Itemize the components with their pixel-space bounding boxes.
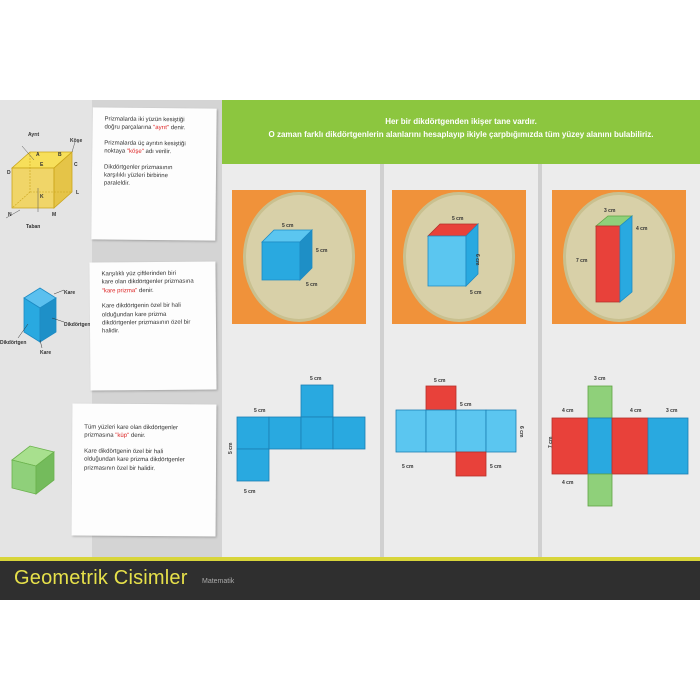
square-prism-net-figure: 5 cm 5 cm 6 cm 5 cm 5 cm bbox=[395, 378, 524, 477]
rect-net-top-label: 3 cm bbox=[594, 376, 606, 382]
prism-net-bottom-right-label: 5 cm bbox=[490, 464, 502, 470]
cube-net-top-label: 5 cm bbox=[310, 376, 322, 382]
rect-net-upper-mid-label: 4 cm bbox=[630, 408, 642, 414]
square-prism-figure-area: Kare Dikdörtgen Dikdörtgen Kare bbox=[0, 250, 92, 398]
poster-title: Geometrik Cisimler bbox=[14, 567, 188, 589]
poster-subject: Matematik bbox=[202, 578, 235, 585]
footer-bar: Geometrik Cisimler Matematik bbox=[0, 557, 700, 600]
panel-edges-vertices: Ayrıt Köşe A B C D E K L M N Taban Prizm… bbox=[0, 100, 222, 250]
square-prism-icon bbox=[17, 287, 65, 349]
label-dikdortgen-left: Dikdörtgen bbox=[0, 340, 27, 346]
banner-line-1: Her bir dikdörtgenden ikişer tane vardır… bbox=[385, 117, 537, 126]
cube-net-figure: 5 cm 5 cm 5 cm 5 cm bbox=[228, 376, 366, 495]
prism-figure-area: Ayrıt Köşe A B C D E K L M N Taban bbox=[0, 100, 92, 250]
label-taban: Taban bbox=[26, 224, 41, 230]
prism-net-right-label: 6 cm bbox=[518, 426, 524, 438]
note-parallel-faces: Dikdörtgenler prizmasının karşılıklı yüz… bbox=[103, 164, 173, 188]
poster: Ayrıt Köşe A B C D E K L M N Taban Prizm… bbox=[0, 100, 700, 600]
rect-prism-left-dimension: 7 cm bbox=[576, 258, 588, 264]
rect-net-upper-right-label: 3 cm bbox=[666, 408, 678, 414]
rectangular-prism-net-figure: 3 cm 4 cm 4 cm 3 cm 7 cm 4 cm bbox=[548, 376, 689, 507]
label-ayrit: Ayrıt bbox=[28, 132, 40, 138]
cube-net-upper-label: 5 cm bbox=[254, 408, 266, 414]
rect-prism-top-dimension: 3 cm bbox=[604, 208, 616, 214]
cube-bottom-dimension: 5 cm bbox=[306, 282, 318, 288]
cube-net-bottom-label: 5 cm bbox=[244, 489, 256, 495]
label-dikdortgen-right: Dikdörtgen bbox=[64, 322, 91, 328]
prism-net-top-label: 5 cm bbox=[434, 378, 446, 384]
label-kare-top: Kare bbox=[64, 290, 76, 296]
rect-net-bottom-label: 4 cm bbox=[562, 480, 574, 486]
note-square-prism: Karşılıklı yüz çiftlerinden biri kare ol… bbox=[89, 261, 217, 391]
label-l: L bbox=[76, 190, 80, 196]
panel-cube: Tüm yüzleri kare olan dikdörtgenler priz… bbox=[0, 398, 222, 557]
label-m: M bbox=[52, 212, 57, 218]
rectangular-prism-solid-figure: 3 cm 4 cm 7 cm bbox=[576, 208, 648, 303]
labeled-prism-icon bbox=[5, 141, 76, 219]
cube-solid-figure: 5 cm 5 cm 5 cm bbox=[261, 223, 328, 288]
prism-side-dimension: 6 cm bbox=[474, 254, 480, 266]
prism-bottom-dimension: 5 cm bbox=[470, 290, 482, 296]
square-prism-solid-figure: 5 cm 6 cm 5 cm bbox=[427, 216, 482, 296]
prism-net-upper-label: 5 cm bbox=[460, 402, 472, 408]
cube-icon bbox=[11, 445, 55, 495]
note-cube-definition: Tüm yüzleri kare olan dikdörtgenler priz… bbox=[84, 424, 179, 440]
cube-net-left-label: 5 cm bbox=[228, 442, 234, 454]
rect-net-left-label: 7 cm bbox=[548, 436, 554, 448]
label-a: A bbox=[36, 152, 40, 158]
column-divider bbox=[380, 164, 384, 557]
label-e: E bbox=[40, 162, 44, 168]
rect-prism-right-dimension: 4 cm bbox=[636, 226, 648, 232]
panel-square-prism: Kare Dikdörtgen Dikdörtgen Kare Karşılık… bbox=[0, 250, 222, 398]
rect-net-upper-left-label: 4 cm bbox=[562, 408, 574, 414]
label-d: D bbox=[7, 170, 11, 176]
note-edges: Prizmalarda iki yüzün kesiştiği doğru pa… bbox=[91, 107, 217, 241]
label-kose: Köşe bbox=[70, 138, 83, 144]
prism-net-bottom-left-label: 5 cm bbox=[402, 464, 414, 470]
note-cube-special-case: Kare dikdörtgenin özel bir hali olduğund… bbox=[83, 448, 185, 472]
note-edge-definition: Prizmalarda iki yüzün kesiştiği doğru pa… bbox=[104, 116, 186, 132]
cube-top-dimension: 5 cm bbox=[282, 223, 294, 229]
cube-right-dimension: 5 cm bbox=[316, 248, 328, 254]
banner: Her bir dikdörtgenden ikişer tane vardır… bbox=[222, 100, 700, 164]
note-cube: Tüm yüzleri kare olan dikdörtgenler priz… bbox=[71, 403, 217, 537]
note-square-prism-definition: Karşılıklı yüz çiftlerinden biri kare ol… bbox=[101, 270, 194, 295]
frame-square-prism bbox=[392, 190, 526, 324]
prism-top-dimension: 5 cm bbox=[452, 216, 464, 222]
label-k: K bbox=[40, 194, 44, 200]
label-kare-bottom: Kare bbox=[40, 350, 52, 356]
left-column: Ayrıt Köşe A B C D E K L M N Taban Prizm… bbox=[0, 100, 222, 557]
column-divider bbox=[538, 164, 542, 557]
banner-line-2: O zaman farklı dikdörtgenlerin alanların… bbox=[268, 130, 654, 139]
note-square-prism-special-case: Kare dikdörtgenin özel bir hali olduğund… bbox=[101, 302, 191, 335]
label-c: C bbox=[74, 162, 78, 168]
note-vertex-definition: Prizmalarda üç ayrıtın kesiştiği noktaya… bbox=[104, 140, 186, 156]
label-b: B bbox=[58, 152, 62, 158]
label-n: N bbox=[8, 212, 12, 218]
